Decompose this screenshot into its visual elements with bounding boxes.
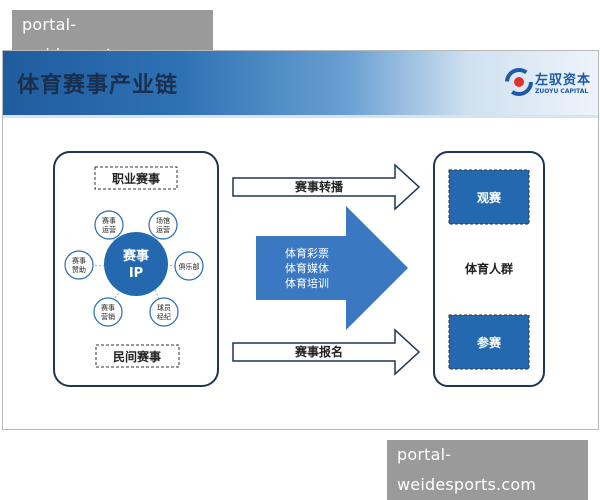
svg-text:赞助: 赞助 — [72, 265, 86, 274]
satellite-club: 俱乐部 — [174, 251, 204, 281]
participate-label: 参赛 — [477, 335, 502, 350]
watermark-bottom: portal-weidesports.com — [387, 440, 588, 500]
company-logo: 左驭资本 ZUOYU CAPITAL — [499, 61, 591, 107]
watch-label: 观赛 — [477, 190, 502, 205]
svg-text:赛事: 赛事 — [101, 303, 115, 312]
event-ip-circle — [104, 232, 168, 296]
slide-title: 体育赛事产业链 — [17, 73, 179, 98]
event-ip-line2: IP — [129, 266, 143, 281]
header-underline — [3, 115, 598, 118]
satellite-event-marketing: 赛事 营销 — [93, 297, 123, 327]
bottom-label: 民间赛事 — [113, 349, 161, 364]
svg-text:运营: 运营 — [156, 225, 170, 234]
svg-text:球员: 球员 — [157, 303, 171, 312]
sports-population-label: 体育人群 — [465, 261, 513, 276]
broadcast-arrow — [232, 163, 421, 211]
broadcast-label: 赛事转播 — [294, 179, 344, 194]
satellite-event-operation: 赛事 运营 — [94, 210, 124, 240]
logo-english-text: ZUOYU CAPITAL — [535, 88, 589, 95]
logo-chinese-text: 左驭资本 — [535, 73, 592, 88]
slide: 体育赛事产业链 左驭资本 ZUOYU CAPITAL 职业赛事 民间赛事 — [2, 50, 599, 430]
industry-chain-diagram: 职业赛事 民间赛事 赛事 IP 赛事 运营 场馆 运营 俱乐部 — [53, 151, 545, 387]
satellite-player-agent: 球员 经纪 — [149, 297, 179, 327]
svg-text:运营: 运营 — [102, 225, 116, 234]
logo-mark-icon — [505, 68, 533, 96]
slide-header: 体育赛事产业链 左驭资本 ZUOYU CAPITAL — [3, 51, 598, 115]
svg-text:俱乐部: 俱乐部 — [179, 262, 200, 271]
svg-text:场馆: 场馆 — [156, 216, 170, 225]
watch-box — [448, 169, 530, 225]
svg-text:营销: 营销 — [101, 312, 115, 321]
svg-text:赛事: 赛事 — [72, 256, 86, 265]
satellite-venue-operation: 场馆 运营 — [148, 210, 178, 240]
participate-box — [448, 314, 530, 370]
top-label: 职业赛事 — [112, 171, 160, 186]
svg-text:经纪: 经纪 — [157, 312, 171, 321]
registration-arrow — [232, 328, 421, 376]
registration-label: 赛事报名 — [294, 344, 343, 359]
top-label-box — [94, 166, 178, 190]
bottom-label-box — [95, 344, 180, 368]
svg-text:赛事: 赛事 — [102, 216, 116, 225]
big-middle-arrow — [256, 206, 408, 330]
middle-item-3: 体育培训 — [285, 276, 329, 290]
satellite-event-sponsorship: 赛事 赞助 — [64, 250, 94, 280]
middle-item-1: 体育彩票 — [285, 246, 329, 260]
middle-item-2: 体育媒体 — [285, 261, 329, 275]
event-ip-line1: 赛事 — [122, 248, 149, 264]
